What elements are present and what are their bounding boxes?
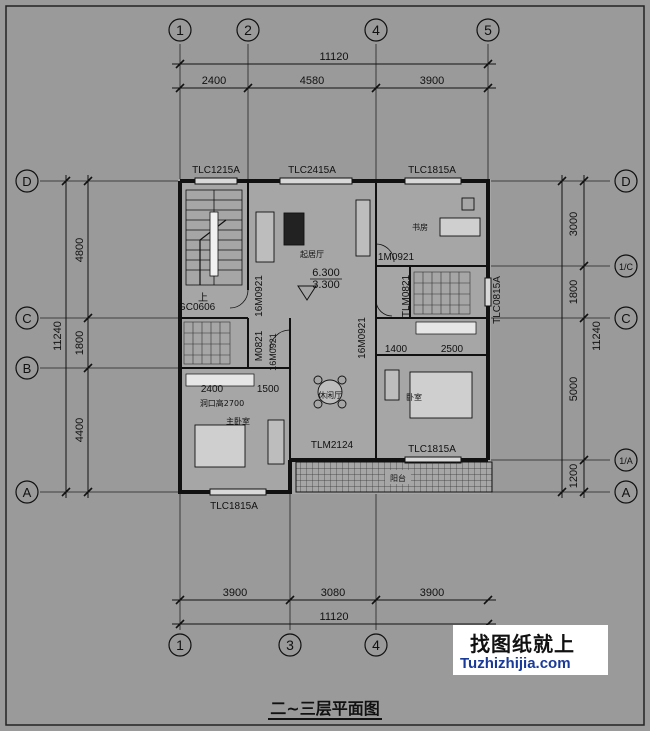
room-master: 主卧室 [226,416,250,426]
grid-bottom-3: 3 [286,637,294,653]
grid-left-c: C [22,311,31,326]
grid-left-a: A [23,485,32,500]
furniture [194,197,481,468]
door-swings [229,243,395,351]
wardrobes [185,321,477,387]
grid-bottom-1: 1 [176,637,184,653]
dimension-lines [65,63,585,625]
door-1m0921-study: 1M0921 [378,252,415,263]
drawing-title: 二~三层平面图 [268,699,382,720]
grid-right-1c: 1/C [619,262,634,272]
door-tlm0821: TLM0821 [401,274,412,317]
dim-right-2: 1800 [568,280,580,304]
dim-top-1: 2400 [202,75,226,87]
drawing-title-wrap: 二~三层平面图 [0,695,650,720]
dim-right-4: 1200 [568,464,580,488]
dim-right-3: 5000 [568,377,580,401]
window-tlc1215: TLC1215A [192,165,240,176]
dim-inner-1500: 1500 [257,384,280,395]
room-dining: 休闲厅 [318,390,342,400]
dim-bottom-total: 11120 [320,611,349,623]
door-tlm2124: TLM2124 [311,440,354,451]
room-balcony: 阳台 [390,473,406,483]
dim-left-3: 4400 [74,418,86,442]
window-tlc1815-top: TLC1815A [408,165,456,176]
door-16m0921-a: 16M0921 [254,275,265,317]
dim-top-3: 3900 [420,75,444,87]
grid-left-d: D [22,174,31,189]
level-lower: 3.300 [312,279,340,291]
level-upper: 6.300 [312,267,340,279]
window-gc0606: GC0606 [178,302,216,313]
dim-bottom-1: 3900 [223,587,247,599]
view-marker [297,285,317,301]
window-tlc2415: TLC2415A [288,165,336,176]
room-study: 书房 [412,222,428,232]
window-tlc1815-bed: TLC1815A [408,444,456,455]
dim-top-total: 11120 [320,51,349,63]
window-tlc1815-bottom: TLC1815A [210,501,258,512]
grid-bottom-4: 4 [372,637,380,653]
watermark-cn: 找图纸就上 [470,632,575,656]
balcony [295,461,493,493]
dim-right-total: 11240 [591,321,603,351]
door-m0821-bath: M0821 [254,330,265,361]
dim-bottom-2: 3080 [321,587,345,599]
stair-up-label: 上 [198,292,208,304]
grid-top-4: 4 [372,22,380,38]
grid-left-b: B [23,361,32,376]
dim-left-2: 1800 [74,331,86,355]
watermark-box [453,625,608,675]
watermark-en: Tuzhizhijia.com [460,655,571,672]
dim-inner-2400: 2400 [201,384,224,395]
grid-top-5: 5 [484,22,492,38]
grid-top-2: 2 [244,22,252,38]
dim-left-total: 11240 [52,321,64,351]
dim-left-1: 4800 [74,238,86,262]
dim-inner-1400: 1400 [385,344,408,355]
grid-right-a: A [622,485,631,500]
axis-lines [40,44,610,630]
dim-inner-2500: 2500 [441,344,464,355]
opening-height-label: 洞口高2700 [200,398,244,408]
door-16m0921-d: 16M0921 [357,317,368,359]
stair [185,189,243,286]
window-tlc0815: TLC0815A [492,276,503,324]
drawing-frame [5,5,645,726]
dimension-ticks [61,59,589,629]
door-16m0921-c: 16M0921 [268,333,278,371]
grid-top-1: 1 [176,22,184,38]
grid-right-d: D [621,174,630,189]
dim-bottom-3: 3900 [420,587,444,599]
room-living: 起居厅 [300,250,324,259]
dim-top-2: 4580 [300,75,324,87]
dim-right-1: 3000 [568,212,580,236]
room-bed: 卧室 [406,392,422,402]
grid-bubbles [15,18,638,657]
bathroom-tiles [183,271,471,365]
grid-right-c: C [621,311,630,326]
grid-right-1a: 1/A [619,456,633,466]
